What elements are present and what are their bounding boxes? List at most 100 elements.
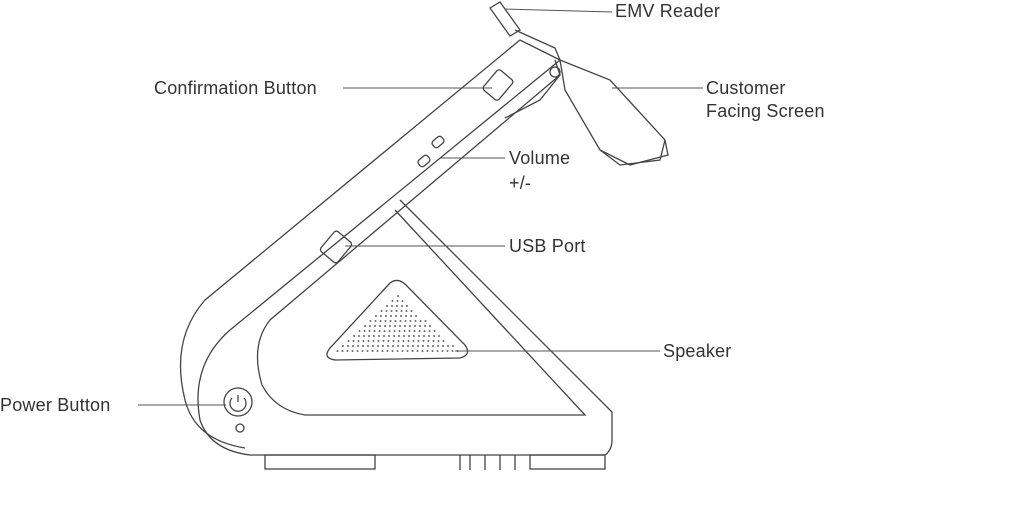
speaker-hole (396, 305, 398, 307)
leader-lines (138, 8, 703, 406)
speaker-hole (378, 335, 380, 337)
speaker-hole (442, 345, 444, 347)
speaker-hole (373, 330, 376, 332)
foot-right (529, 454, 606, 470)
speaker-hole (416, 350, 419, 352)
speaker-hole (384, 325, 386, 327)
speaker-hole (358, 335, 360, 337)
speaker-hole (418, 335, 420, 337)
speaker-hole (379, 320, 382, 322)
power-led (235, 423, 245, 433)
speaker-hole (403, 335, 405, 337)
screen-bottom (599, 139, 666, 166)
power-button (223, 387, 253, 417)
speaker-hole (401, 350, 404, 352)
speaker-hole (372, 345, 374, 347)
speaker-hole (401, 305, 403, 307)
speaker-hole (422, 340, 425, 342)
label-customer-screen-1: Customer (706, 78, 786, 98)
speaker-hole (371, 350, 374, 352)
speaker-hole (366, 350, 369, 352)
speaker-hole (381, 350, 384, 352)
speaker-hole (427, 345, 429, 347)
speaker-hole (378, 330, 381, 332)
speaker-hole (411, 350, 414, 352)
speaker-hole (391, 350, 394, 352)
speaker-hole (387, 345, 389, 347)
speaker-hole (428, 335, 430, 337)
emv-reader-slot (489, 1, 521, 37)
label-customer-screen-2: Facing Screen (706, 101, 825, 121)
speaker-hole (382, 345, 384, 347)
speaker-hole (385, 315, 387, 317)
speaker-hole (433, 335, 435, 337)
speaker-hole (433, 330, 436, 332)
foot-left (264, 454, 376, 470)
speaker-hole (437, 345, 439, 347)
speaker-hole (392, 340, 395, 342)
speaker-hole (391, 300, 394, 302)
speaker-hole (413, 330, 416, 332)
speaker-hole (346, 350, 349, 352)
volume-down-button (417, 154, 431, 168)
speaker-hole (395, 310, 398, 312)
usb-port (319, 230, 353, 264)
speaker-hole (432, 340, 435, 342)
speaker-hole (383, 335, 385, 337)
speaker-hole (447, 345, 449, 347)
speaker-hole (386, 305, 388, 307)
speaker-hole (342, 345, 344, 347)
speaker-hole (424, 325, 426, 327)
speaker-hole (438, 335, 440, 337)
speaker-hole (394, 320, 397, 322)
speaker-hole (388, 330, 391, 332)
speaker-hole (364, 325, 366, 327)
label-confirmation-button: Confirmation Button (154, 78, 317, 98)
label-speaker: Speaker (663, 341, 732, 361)
speaker-hole (375, 315, 377, 317)
speaker-hole (406, 305, 408, 307)
speaker-hole (358, 330, 361, 332)
speaker-hole (417, 345, 419, 347)
speaker-hole (398, 330, 401, 332)
speaker-hole (392, 345, 394, 347)
speaker-hole (397, 295, 399, 297)
speaker-hole (363, 335, 365, 337)
speaker-hole (405, 310, 408, 312)
speaker-hole (414, 325, 416, 327)
speaker-hole (412, 340, 415, 342)
speaker-hole (389, 320, 392, 322)
speaker-hole (362, 340, 365, 342)
device-inner-arm (256, 59, 587, 416)
speaker-hole (409, 325, 411, 327)
power-icon (229, 395, 247, 412)
speaker-hole (408, 330, 411, 332)
speaker-hole (369, 320, 372, 322)
speaker-hole (423, 330, 426, 332)
speaker-hole (380, 315, 382, 317)
speaker-holes (336, 295, 459, 352)
speaker-hole (379, 325, 381, 327)
speaker-grille (326, 279, 469, 361)
speaker-hole (368, 330, 371, 332)
speaker-hole (396, 350, 399, 352)
speaker-hole (347, 340, 350, 342)
label-volume-2: +/- (509, 173, 532, 193)
device-body-edge (179, 39, 561, 449)
speaker-hole (388, 335, 390, 337)
speaker-hole (341, 350, 344, 352)
speaker-hole (403, 330, 406, 332)
speaker-hole (377, 345, 379, 347)
speaker-hole (380, 310, 383, 312)
speaker-hole (357, 340, 360, 342)
speaker-hole (382, 340, 385, 342)
inner-curve (504, 74, 561, 119)
speaker-hole (373, 335, 375, 337)
speaker-hole (406, 350, 409, 352)
device-body-outline (197, 29, 613, 456)
label-usb-port: USB Port (509, 236, 586, 256)
speaker-hole (407, 340, 410, 342)
speaker-hole (362, 345, 364, 347)
confirmation-button (482, 69, 514, 101)
